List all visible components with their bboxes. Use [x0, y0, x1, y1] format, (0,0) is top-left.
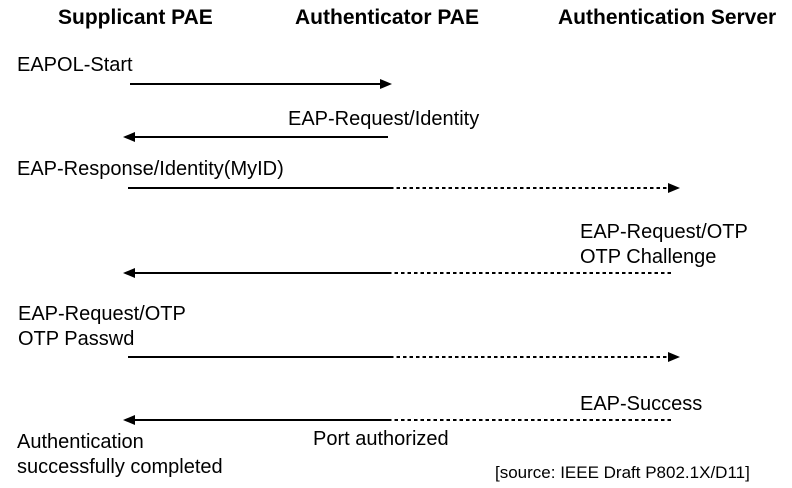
message-label-line2: OTP Challenge	[580, 246, 717, 268]
message-label-eap-request-otp-passwd: EAP-Request/OTP OTP Passwd	[18, 302, 186, 352]
arrow-line-solid-otp-challenge	[134, 272, 388, 274]
arrowhead-left-eap-request-identity	[123, 132, 135, 142]
arrow-line-dashed-eap-response-identity	[390, 187, 668, 189]
annotation-source-citation: [source: IEEE Draft P802.1X/D11]	[495, 463, 750, 482]
message-label-eap-request-otp-challenge: EAP-Request/OTP OTP Challenge	[580, 220, 748, 270]
arrowhead-right-eapol-start	[380, 79, 392, 89]
message-label-line1: EAP-Request/OTP	[580, 221, 748, 243]
annotation-port-authorized: Port authorized	[313, 428, 449, 450]
arrow-line-eapol-start	[130, 83, 381, 85]
annotation-line1: Authentication	[17, 431, 144, 453]
arrow-line-solid-otp-passwd	[128, 356, 390, 358]
message-label-eap-response-identity: EAP-Response/Identity(MyID)	[17, 158, 284, 180]
arrowhead-right-eap-response-identity	[668, 183, 680, 193]
arrowhead-left-otp-challenge	[123, 268, 135, 278]
message-label-eap-success: EAP-Success	[580, 393, 703, 415]
arrow-line-dashed-otp-passwd	[390, 356, 668, 358]
arrow-line-eap-request-identity	[134, 136, 388, 138]
message-label-eap-request-identity: EAP-Request/Identity	[288, 108, 480, 130]
message-label-line1: EAP-Request/OTP	[18, 303, 186, 325]
column-header-supplicant-pae: Supplicant PAE	[58, 6, 213, 29]
arrow-line-dashed-eap-success	[388, 419, 672, 421]
annotation-authentication-completed: Authentication successfully completed	[17, 430, 223, 480]
column-header-authenticator-pae: Authenticator PAE	[295, 6, 479, 29]
arrow-line-solid-eap-response-identity	[128, 187, 390, 189]
arrowhead-left-eap-success	[123, 415, 135, 425]
message-label-line2: OTP Passwd	[18, 328, 135, 350]
arrow-line-dashed-otp-challenge	[388, 272, 673, 274]
arrowhead-right-otp-passwd	[668, 352, 680, 362]
annotation-line2: successfully completed	[17, 456, 223, 478]
message-label-eapol-start: EAPOL-Start	[17, 54, 133, 76]
column-header-authentication-server: Authentication Server	[558, 6, 777, 29]
arrow-line-solid-eap-success	[134, 419, 388, 421]
